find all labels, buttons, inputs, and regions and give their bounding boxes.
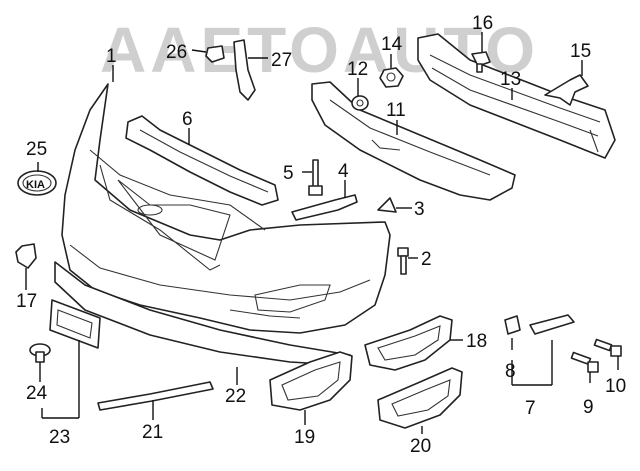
side-bracket xyxy=(233,39,256,101)
callout-14: 14 xyxy=(381,34,403,55)
leader-lines xyxy=(25,32,619,434)
bolt-10 xyxy=(593,338,622,357)
callout-24: 24 xyxy=(26,383,48,404)
callout-8: 8 xyxy=(505,361,516,382)
callout-12: 12 xyxy=(347,59,368,80)
bolt-9 xyxy=(570,351,599,373)
fog-lamp-bezel-left xyxy=(269,351,353,411)
callout-27: 27 xyxy=(271,50,292,71)
callout-6: 6 xyxy=(182,109,193,130)
callout-4: 4 xyxy=(338,161,349,182)
callout-15: 15 xyxy=(570,41,591,62)
callout-23: 23 xyxy=(49,427,70,448)
callout-9: 9 xyxy=(583,397,594,418)
callout-16: 16 xyxy=(472,13,493,34)
callout-26: 26 xyxy=(166,42,187,63)
push-clip xyxy=(29,343,51,363)
callout-7: 7 xyxy=(525,398,536,419)
bumper-reinforcement-beam xyxy=(417,33,616,159)
energy-absorber xyxy=(311,81,516,201)
callout-3: 3 xyxy=(414,199,425,220)
grommet-12 xyxy=(351,95,369,111)
bracket-4 xyxy=(291,194,358,221)
bumper-cover xyxy=(61,83,391,334)
callout-5: 5 xyxy=(283,163,294,184)
callout-17: 17 xyxy=(16,291,37,312)
bolt-16 xyxy=(471,51,491,73)
callout-22: 22 xyxy=(225,386,246,407)
callout-25: 25 xyxy=(26,139,47,160)
screw-2 xyxy=(397,247,409,275)
callout-18: 18 xyxy=(466,331,487,352)
callout-11: 11 xyxy=(386,100,406,121)
callout-labels: 1 2 3 4 5 6 7 8 9 10 11 12 13 14 15 16 1… xyxy=(16,13,626,457)
callout-19: 19 xyxy=(294,427,315,448)
nut-14 xyxy=(379,67,404,88)
clip-3 xyxy=(377,197,397,213)
license-plate-bracket xyxy=(49,299,101,349)
callout-2: 2 xyxy=(421,249,432,270)
fog-lamp-bezel-right xyxy=(364,315,453,371)
callout-20: 20 xyxy=(410,436,431,457)
bracket-15 xyxy=(544,74,589,106)
clip-8 xyxy=(504,315,521,335)
callout-13: 13 xyxy=(500,69,521,90)
bolt-5 xyxy=(308,159,323,196)
garnish-strip xyxy=(529,314,575,335)
callout-21: 21 xyxy=(142,422,163,443)
retainer-clip xyxy=(205,45,225,63)
lower-molding-strip xyxy=(97,381,214,411)
tow-hook-cap xyxy=(15,243,37,269)
kia-emblem: KIA xyxy=(17,170,57,196)
upper-bracket xyxy=(125,115,279,206)
emblem-text: KIA xyxy=(26,179,45,191)
callout-10: 10 xyxy=(605,376,626,397)
callout-1: 1 xyxy=(106,46,117,67)
fog-lamp-bezel-lower xyxy=(377,367,463,429)
